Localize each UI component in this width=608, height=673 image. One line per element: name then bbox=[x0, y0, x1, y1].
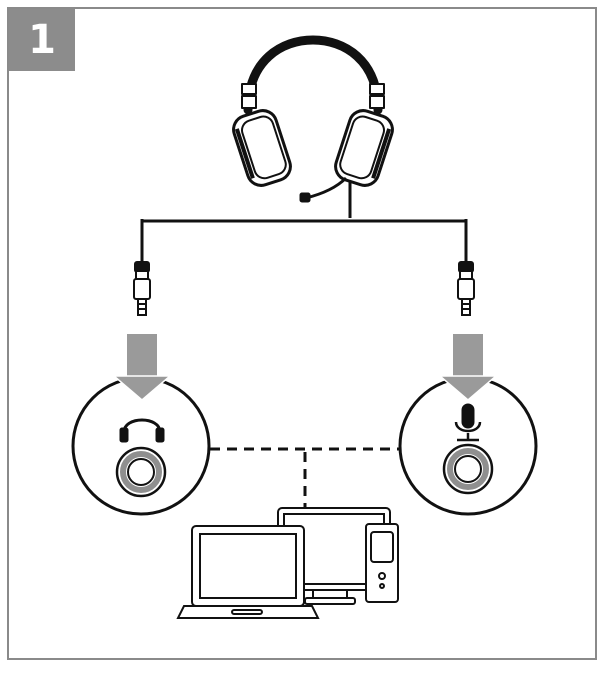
audio-jack-plug-icon bbox=[457, 261, 475, 316]
headphone-port bbox=[71, 334, 211, 516]
headphone-jack-socket bbox=[115, 446, 167, 498]
desktop-computer-icon bbox=[277, 507, 399, 605]
headphones-icon bbox=[119, 418, 165, 443]
audio-jack-plug-icon bbox=[133, 261, 151, 316]
laptop-icon bbox=[176, 525, 320, 619]
down-arrow-left bbox=[111, 334, 173, 401]
microphone-icon bbox=[454, 403, 482, 442]
step-number-badge: 1 bbox=[9, 9, 75, 71]
headset-cable bbox=[140, 182, 468, 264]
microphone-port bbox=[398, 334, 538, 516]
down-arrow-right bbox=[437, 334, 499, 401]
microphone-jack-socket bbox=[442, 443, 494, 495]
dashed-connector bbox=[210, 447, 400, 508]
headset-with-mic-icon bbox=[232, 35, 394, 203]
